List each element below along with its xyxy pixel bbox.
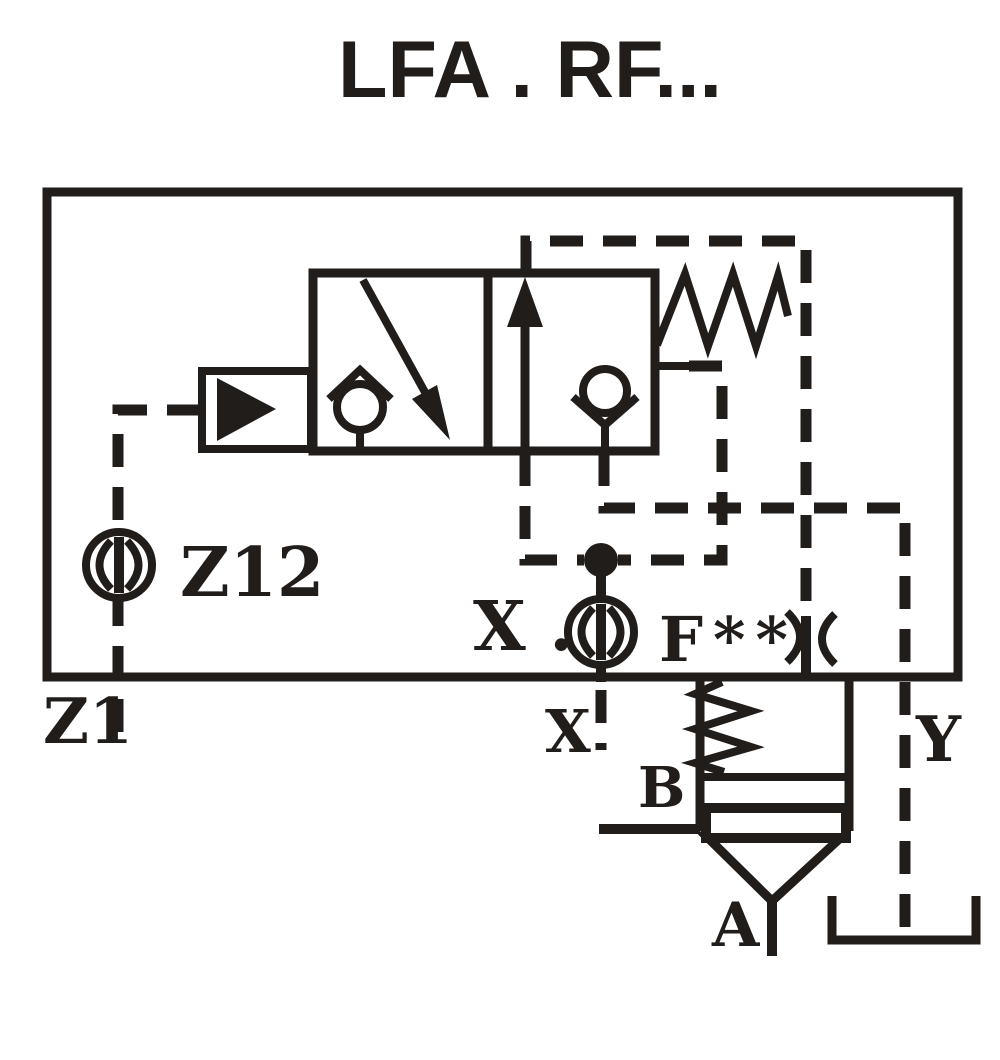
check-valve-right-icon xyxy=(570,365,640,451)
orifice-arc-right xyxy=(123,538,143,592)
housing-outline xyxy=(42,187,963,682)
label-x-internal-orifice: X . xyxy=(473,587,573,667)
orifice-f-icon xyxy=(784,609,838,667)
poppet-spring-icon xyxy=(680,678,765,776)
pilot-actuator-triangle-icon xyxy=(217,378,276,441)
label-a-port: A xyxy=(711,890,761,961)
orifice-arc-right xyxy=(818,611,838,667)
arrow-head xyxy=(507,277,543,327)
junction-dot-icon xyxy=(584,543,618,577)
orifice-arc-right xyxy=(605,605,625,659)
check-ball xyxy=(333,380,387,434)
page-title: LFA . RF... xyxy=(338,25,722,115)
label-y-port: Y xyxy=(915,702,962,776)
orifice-z12-icon xyxy=(82,528,156,602)
orifice-arc-left xyxy=(577,605,597,659)
pilot-line-check-to-y-drain xyxy=(598,453,911,937)
pilot-line-arrow-to-junction xyxy=(519,453,584,566)
arrow-head xyxy=(412,385,450,440)
valve-position-right xyxy=(483,268,660,456)
return-spring-icon xyxy=(653,261,792,360)
check-seat xyxy=(326,364,394,402)
valve-position-left xyxy=(308,268,493,456)
pilot-line-valve-top-to-f xyxy=(520,235,812,616)
main-poppet-valve xyxy=(599,678,854,956)
arrow-shaft xyxy=(359,278,430,396)
transition-arrow-icon xyxy=(359,278,450,440)
label-x-port: X xyxy=(545,697,591,766)
label-z12: Z12 xyxy=(180,533,324,613)
flow-arrow-up-icon xyxy=(507,277,543,451)
orifice-x-icon xyxy=(564,595,638,669)
label-z1: Z1 xyxy=(43,684,133,758)
poppet-seat-collar xyxy=(701,803,851,843)
pilot-line-drain-to-junction xyxy=(618,360,728,566)
check-valve-left-icon xyxy=(326,364,394,451)
pilot-line-z1-supply xyxy=(112,404,200,750)
pilot-lines xyxy=(112,235,911,937)
orifice-arc-left xyxy=(95,538,115,592)
tank-icon xyxy=(827,896,981,945)
label-b-port: B xyxy=(638,755,685,821)
orifice-arc-left xyxy=(784,609,804,665)
pilot-directional-valve xyxy=(198,261,792,456)
check-ball xyxy=(579,365,631,417)
label-f-orifice: F** xyxy=(659,603,798,676)
